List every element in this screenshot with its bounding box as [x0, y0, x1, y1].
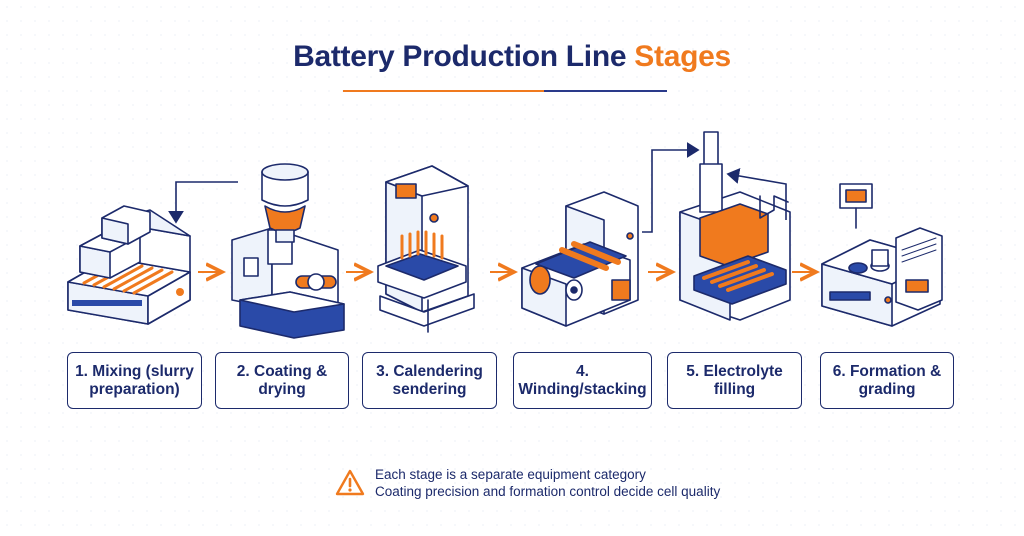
- coating-machine-icon: [231, 163, 345, 339]
- title-underline: [343, 90, 667, 92]
- footer-line-2: Coating precision and formation control …: [375, 484, 721, 499]
- stage-label-calendering: 3. Calendering sendering: [362, 352, 497, 409]
- page-title: Battery Production Line Stages: [0, 40, 1024, 74]
- feed-line-3: [726, 168, 787, 220]
- stage-label-formation: 6. Formation & grading: [820, 352, 954, 409]
- stage-label-winding: 4. Winding/stacking: [513, 352, 652, 409]
- calendering-machine-icon: [377, 165, 475, 333]
- warning-triangle-icon: [335, 469, 365, 496]
- title-accent: Stages: [634, 40, 731, 73]
- title-main: Battery Production Line: [293, 40, 627, 73]
- footer-note: Each stage is a separate equipment categ…: [335, 466, 720, 500]
- stage-label-coating: 2. Coating & drying: [215, 352, 349, 409]
- formation-machine-icon: [821, 183, 943, 327]
- stage-label-filling: 5. Electrolyte filling: [667, 352, 802, 409]
- feed-line-1: [168, 181, 238, 224]
- footer-line-1: Each stage is a separate equipment categ…: [375, 467, 646, 482]
- filling-machine-icon: [679, 131, 791, 321]
- winding-machine-icon: [521, 191, 639, 327]
- feed-line-2: [642, 142, 700, 233]
- mixing-machine-icon: [67, 205, 191, 325]
- stage-label-mixing: 1. Mixing (slurry preparation): [67, 352, 202, 409]
